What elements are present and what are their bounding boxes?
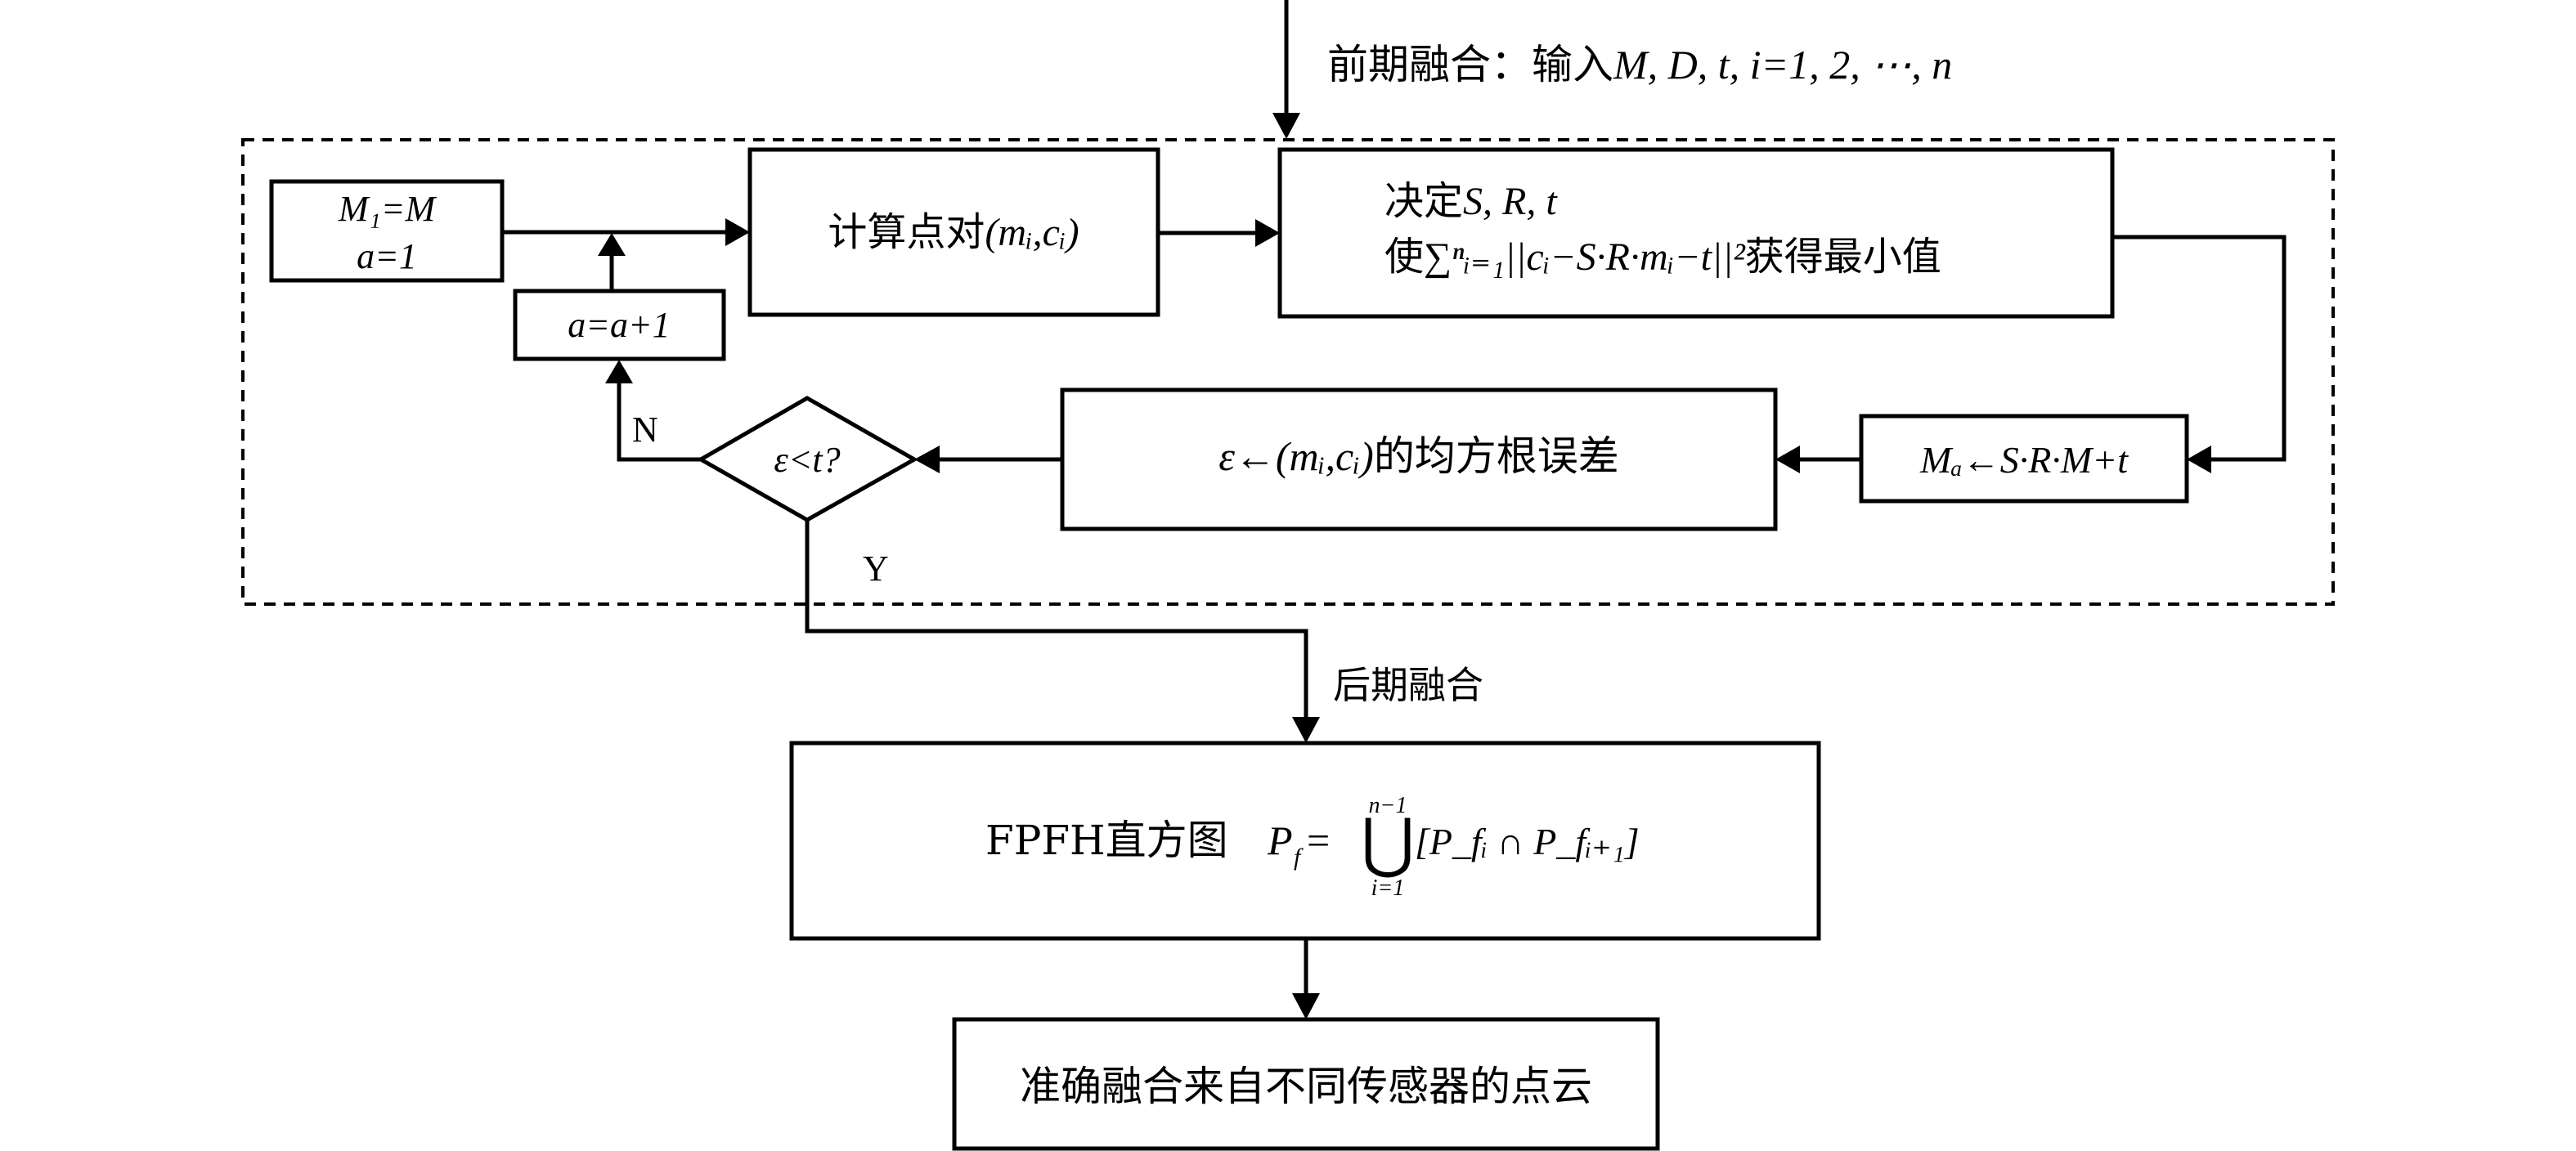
init-box: M₁=M a=1 (269, 179, 505, 283)
decision-text: ε<t? (774, 440, 840, 480)
fpfh-lhs: P (1267, 817, 1293, 863)
fpfh-box: FPFH直方图 P f = n−1 ⋃ i=1 [P_fᵢ ∩ P_fᵢ₊₁] (789, 741, 1821, 941)
compute-pairs-box: 计算点对(mᵢ,cᵢ) (747, 147, 1160, 317)
update-text: Mₐ←S·R·M+t (1919, 439, 2129, 481)
solve-line1: 决定S, R, t (1384, 178, 1558, 224)
arrow-fpfh-to-output (1292, 938, 1320, 1019)
arrow-decision-no (605, 360, 701, 462)
arrow-rms-to-decision (914, 446, 1062, 473)
fpfh-label: FPFH直方图 (985, 817, 1228, 864)
output-text: 准确融合来自不同传感器的点云 (1020, 1063, 1592, 1110)
fpfh-union-symbol: ⋃ (1361, 808, 1415, 880)
compute-pairs-text: 计算点对(mᵢ,cᵢ) (828, 209, 1079, 255)
rms-box: ε←(mᵢ,cᵢ)的均方根误差 (1060, 387, 1778, 531)
arrow-compute-to-solve (1158, 219, 1280, 247)
input-label: 前期融合：输入M, D, t, i=1, 2, ⋯, n (1327, 41, 1952, 88)
arrow-decision-yes (805, 520, 1320, 743)
init-line1: M₁=M (338, 189, 438, 229)
init-line2: a=1 (357, 236, 417, 276)
update-box: Mₐ←S·R·M+t (1859, 414, 2189, 504)
arrow-solve-to-update (2112, 235, 2287, 473)
fpfh-eq: = (1307, 817, 1330, 863)
rms-text: ε←(mᵢ,cᵢ)的均方根误差 (1218, 432, 1619, 480)
arrow-init-to-compute (502, 218, 750, 246)
fpfh-rhs: [P_fᵢ ∩ P_fᵢ₊₁] (1415, 821, 1640, 862)
yes-label: Y (863, 549, 889, 589)
arrow-update-to-rms (1775, 446, 1861, 473)
output-box: 准确融合来自不同传感器的点云 (952, 1017, 1660, 1151)
no-label: N (632, 410, 658, 450)
increment-text: a=a+1 (568, 305, 670, 345)
fpfh-union-lower: i=1 (1371, 876, 1405, 901)
arrow-increment-to-loop (598, 233, 626, 291)
loop-group-frame (241, 138, 2335, 606)
solve-box: 决定S, R, t 使∑ⁿᵢ₌₁||cᵢ−S·R·mᵢ−t||²获得最小值 (1277, 147, 2115, 319)
increment-box: a=a+1 (513, 289, 726, 361)
late-fusion-label: 后期融合 (1333, 663, 1483, 707)
solve-line2: 使∑ⁿᵢ₌₁||cᵢ−S·R·mᵢ−t||²获得最小值 (1384, 234, 1941, 280)
input-arrow (1272, 0, 1300, 139)
fpfh-union-upper: n−1 (1369, 793, 1407, 818)
decision-diamond: ε<t? (696, 396, 919, 522)
